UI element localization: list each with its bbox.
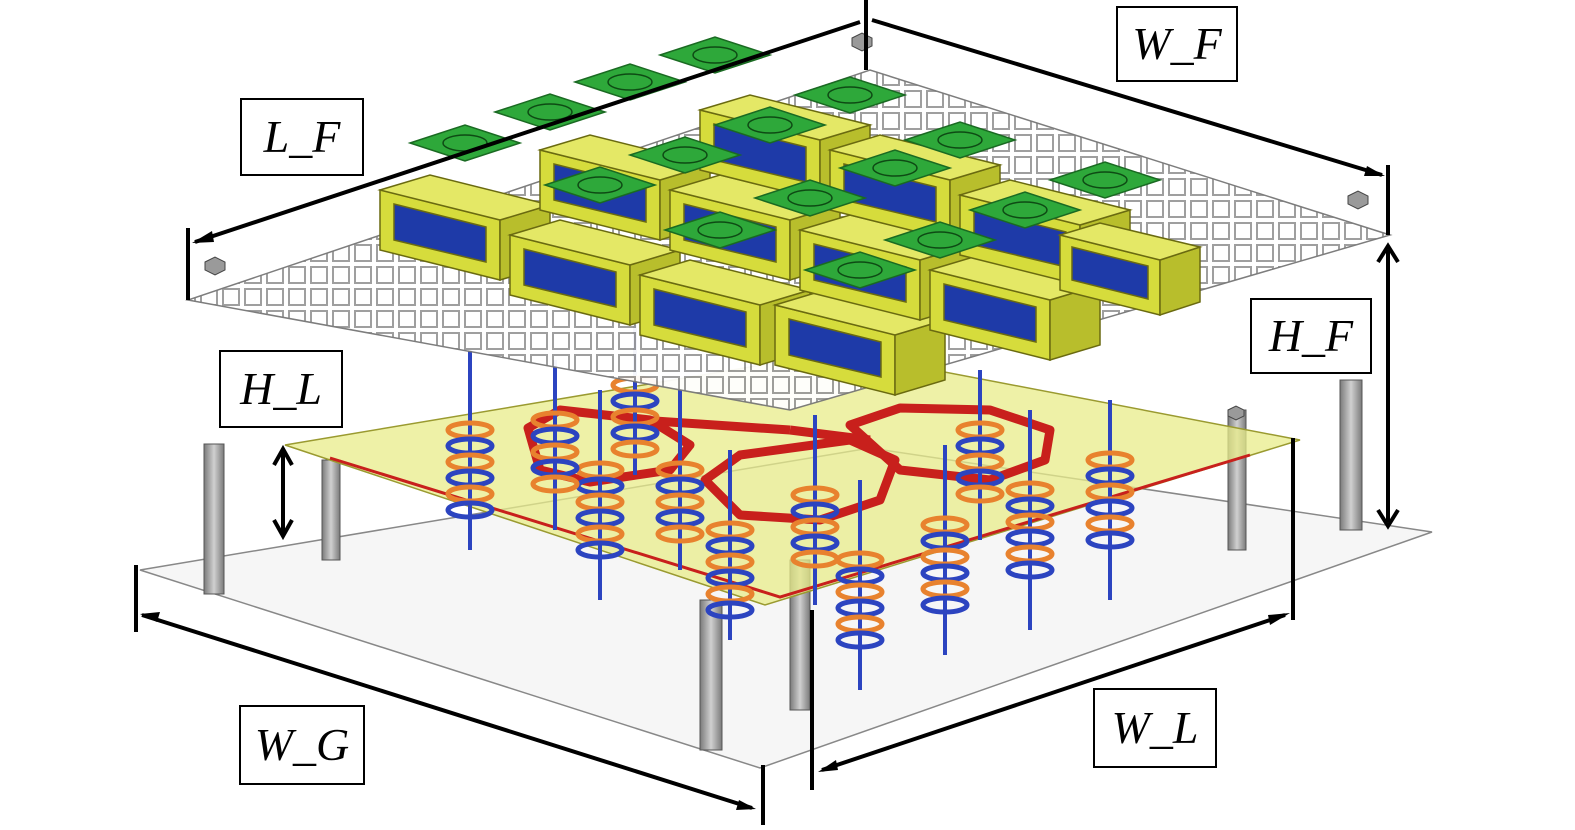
label-w-g: W_G (239, 705, 365, 785)
label-h-l: H_L (219, 350, 343, 428)
dimension-l-f (194, 20, 861, 244)
dimension-w-l (821, 613, 1286, 772)
label-w-f: W_F (1116, 6, 1238, 82)
label-h-f: H_F (1250, 298, 1372, 374)
dimension-w-g (141, 613, 753, 810)
standoffs (203, 379, 1363, 751)
dimension-arrowheads (140, 166, 1385, 810)
dimension-w-f (871, 18, 1383, 177)
feed-network-traces (523, 403, 1055, 525)
label-w-l: W_L (1093, 688, 1217, 768)
dimension-lines (134, 0, 1400, 825)
patch-array (407, 36, 1163, 289)
label-l-f: L_F (240, 98, 364, 176)
